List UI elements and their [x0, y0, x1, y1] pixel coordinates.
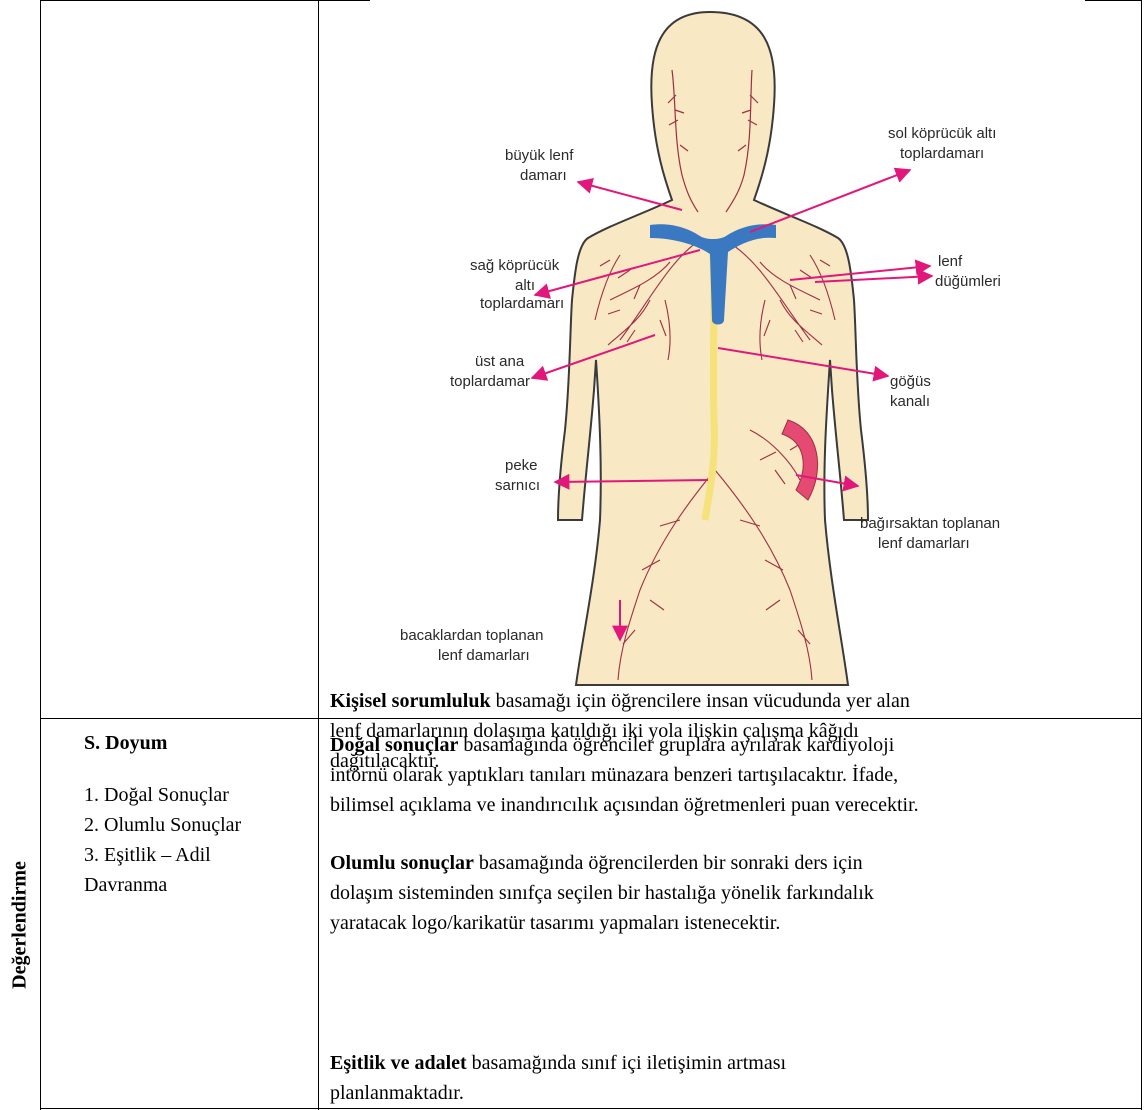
col-line-1 [40, 0, 41, 1110]
dogal-line3: bilimsel açıklama ve inandırıcılık açısı… [330, 790, 1133, 820]
doyum-list: 1. Doğal Sonuçlar 2. Olumlu Sonuçlar 3. … [84, 780, 241, 900]
label-gogus-2: kanalı [890, 393, 930, 410]
degerlendirme-cell: Değerlendirme [0, 745, 40, 1110]
olumlu-line3: yaratacak logo/karikatür tasarımı yapmal… [330, 908, 1133, 938]
kisisel-bold: Kişisel sorumluluk [330, 690, 491, 712]
esitlik-bold: Eşitlik ve adalet [330, 1052, 467, 1074]
dogal-line1: basamağında öğrenciler gruplara ayrılara… [458, 734, 894, 756]
label-peke-1: peke [505, 457, 538, 474]
lymphatic-system-figure: büyük lenf damarı sol köprücük altı topl… [320, 0, 1142, 690]
label-ust-ana-1: üst ana [475, 353, 525, 370]
dogal-sonuclar-paragraph: Doğal sonuçlar basamağında öğrenciler gr… [330, 730, 1133, 820]
kisisel-line1: basamağı için öğrencilere insan vücudund… [491, 690, 910, 712]
esitlik-line1: basamağında sınıf içi iletişimin artması [467, 1052, 786, 1074]
esitlik-paragraph: Eşitlik ve adalet basamağında sınıf içi … [330, 1048, 1133, 1108]
degerlendirme-label: Değerlendirme [9, 861, 32, 989]
label-bacak-1: bacaklardan toplanan [400, 627, 543, 644]
label-sol-kopruck-2: toplardamarı [900, 145, 984, 162]
bottom-line [40, 1108, 1142, 1109]
dogal-line2: intörnü olarak yaptıkları tanıları münaz… [330, 760, 1133, 790]
doyum-item-4: Davranma [84, 870, 241, 900]
label-sag-kopruck-2: altı [515, 277, 535, 294]
label-gogus-1: göğüs [890, 373, 931, 390]
olumlu-sonuclar-paragraph: Olumlu sonuçlar basamağında öğrencilerde… [330, 848, 1133, 938]
label-buyuk-lenf-2: damarı [520, 167, 567, 184]
label-lenf-dugum-2: düğümleri [935, 273, 1001, 290]
col-line-2 [318, 0, 319, 1110]
olumlu-bold: Olumlu sonuçlar [330, 852, 474, 874]
label-ust-ana-2: toplardamar [450, 373, 530, 390]
label-sag-kopruck-3: toplardamarı [480, 295, 564, 312]
olumlu-line2: dolaşım sisteminden sınıfça seçilen bir … [330, 878, 1133, 908]
esitlik-line2: planlanmaktadır. [330, 1078, 1133, 1108]
olumlu-line1: basamağında öğrencilerden bir sonraki de… [474, 852, 863, 874]
doyum-item-1: 1. Doğal Sonuçlar [84, 780, 241, 810]
label-bagirsak-1: bağırsaktan toplanan [860, 515, 1000, 532]
s-doyum-heading: S. Doyum [84, 732, 167, 755]
label-lenf-dugum-1: lenf [938, 253, 963, 270]
label-peke-2: sarnıcı [495, 477, 540, 494]
doyum-item-3: 3. Eşitlik – Adil [84, 840, 241, 870]
label-bagirsak-2: lenf damarları [878, 535, 970, 552]
lymphatic-diagram: büyük lenf damarı sol köprücük altı topl… [320, 0, 1142, 690]
label-bacak-2: lenf damarları [438, 647, 530, 664]
label-sol-kopruck-1: sol köprücük altı [888, 125, 996, 142]
label-buyuk-lenf-1: büyük lenf [505, 147, 574, 164]
dogal-bold: Doğal sonuçlar [330, 734, 458, 756]
doyum-item-2: 2. Olumlu Sonuçlar [84, 810, 241, 840]
label-sag-kopruck-1: sağ köprücük [470, 257, 560, 274]
